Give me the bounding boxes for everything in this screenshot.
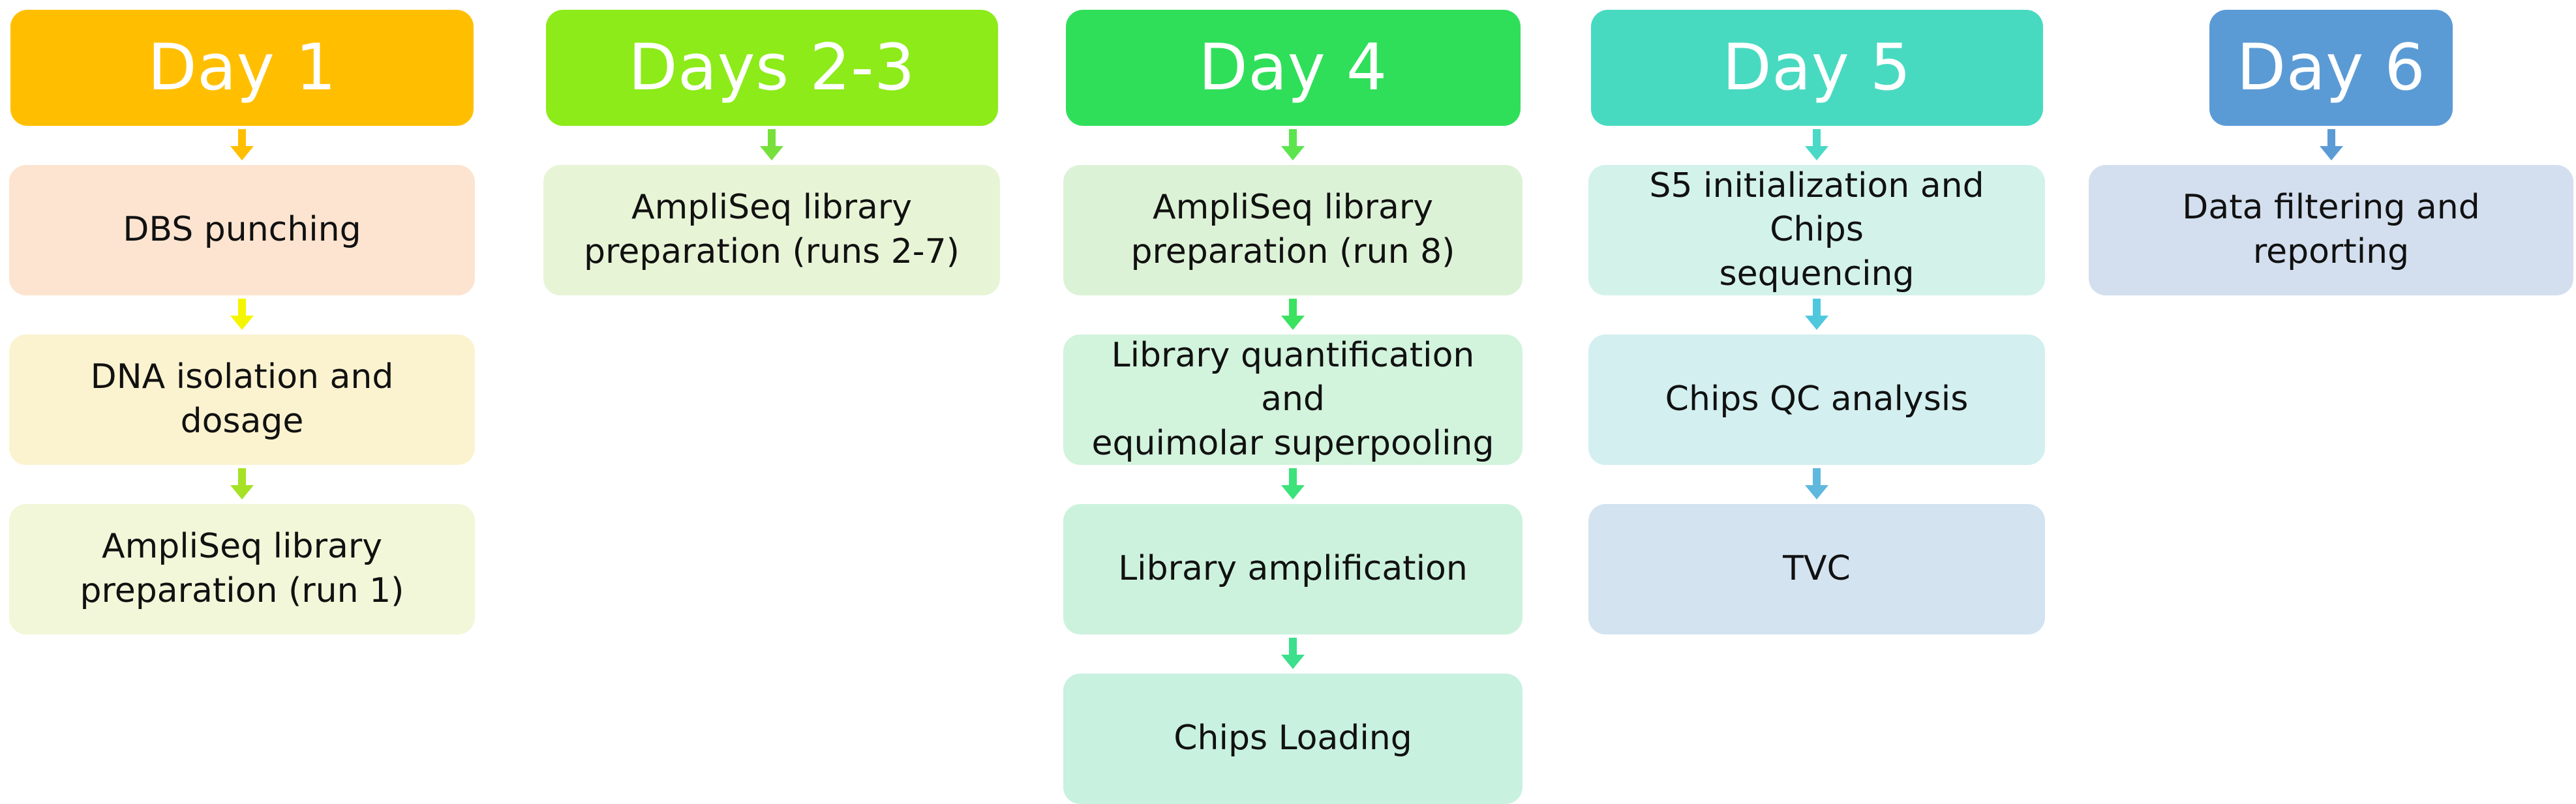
workflow-step-day-4-3[interactable]: Library amplification [1063, 504, 1523, 634]
workflow-step-day-1-2[interactable]: DNA isolation and dosage [9, 335, 475, 465]
day-column-day-6: Day 6 Data filtering and reporting [2089, 10, 2573, 295]
day-column-day-4: Day 4 AmpliSeq library preparation (run 8… [1063, 10, 1523, 804]
flow-arrow-down-icon [2089, 126, 2573, 165]
flow-arrow-down-icon [1063, 465, 1523, 504]
workflow-step-day-4-2[interactable]: Library quantification and equimolar sup… [1063, 335, 1523, 465]
flow-arrow-down-icon [1063, 634, 1523, 674]
day-header-day-4[interactable]: Day 4 [1065, 10, 1521, 126]
flow-arrow-down-icon [9, 126, 475, 165]
day-header-day-5[interactable]: Day 5 [1590, 10, 2043, 126]
flow-arrow-down-icon [1063, 295, 1523, 335]
workflow-step-day-5-3[interactable]: TVC [1588, 504, 2045, 634]
day-header-days-2-3[interactable]: Days 2-3 [545, 10, 998, 126]
day-column-day-5: Day 5 S5 initialization and Chips sequenc… [1588, 10, 2045, 634]
flow-arrow-down-icon [1588, 465, 2045, 504]
flow-arrow-down-icon [1588, 126, 2045, 165]
workflow-step-day-6-1[interactable]: Data filtering and reporting [2089, 165, 2573, 295]
workflow-step-day-4-4[interactable]: Chips Loading [1063, 674, 1523, 804]
workflow-step-days-2-3-1[interactable]: AmpliSeq library preparation (runs 2-7) [543, 165, 1000, 295]
workflow-step-day-1-1[interactable]: DBS punching [9, 165, 475, 295]
workflow-step-day-1-3[interactable]: AmpliSeq library preparation (run 1) [9, 504, 475, 634]
workflow-step-day-4-1[interactable]: AmpliSeq library preparation (run 8) [1063, 165, 1523, 295]
flow-arrow-down-icon [543, 126, 1000, 165]
flow-arrow-down-icon [9, 295, 475, 335]
flow-arrow-down-icon [1588, 295, 2045, 335]
day-header-day-1[interactable]: Day 1 [10, 10, 474, 126]
flow-arrow-down-icon [1063, 126, 1523, 165]
flow-arrow-down-icon [9, 465, 475, 504]
day-header-day-6[interactable]: Day 6 [2209, 10, 2453, 126]
workflow-step-day-5-2[interactable]: Chips QC analysis [1588, 335, 2045, 465]
workflow-step-day-5-1[interactable]: S5 initialization and Chips sequencing [1588, 165, 2045, 295]
